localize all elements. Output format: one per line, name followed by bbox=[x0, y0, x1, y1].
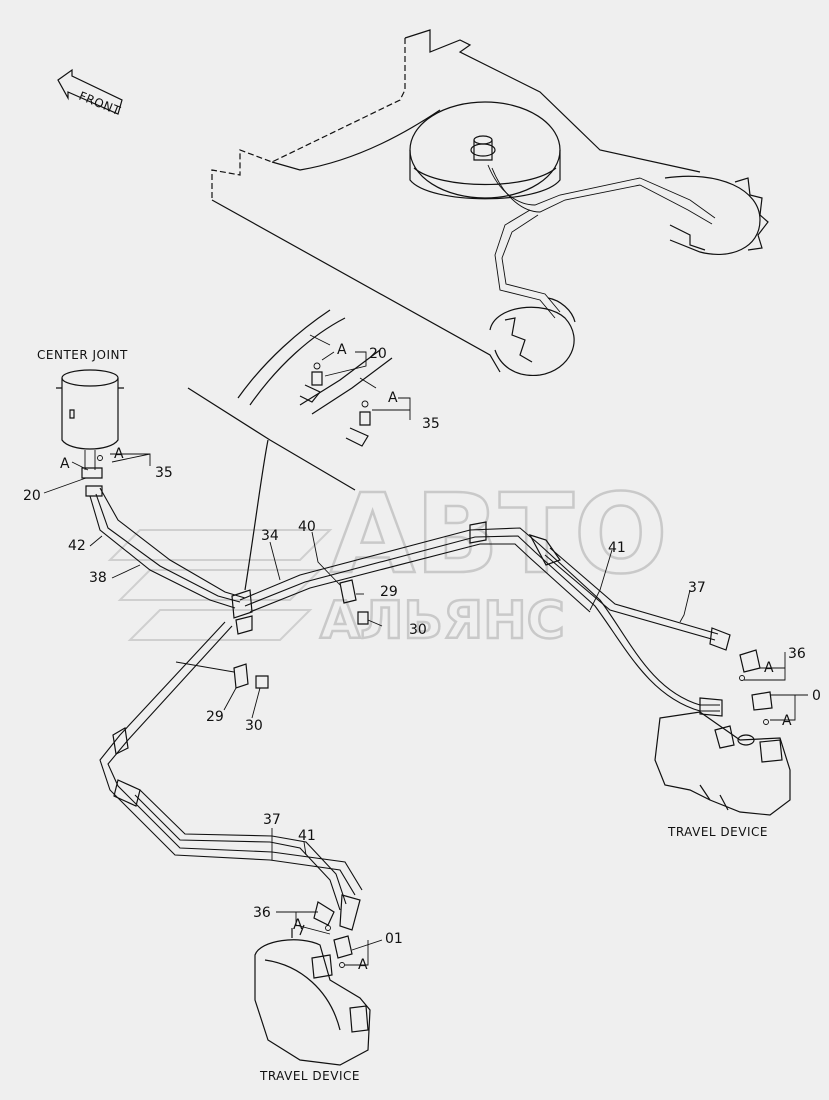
callout-41-bottom: 41 bbox=[298, 828, 316, 844]
front-arrow: FRONT bbox=[57, 68, 123, 118]
callout-29-low: 29 bbox=[206, 709, 224, 725]
travel-device-bottom bbox=[254, 924, 371, 1066]
callout-20-cj: 20 bbox=[23, 488, 41, 504]
callout-a-r36: A bbox=[764, 660, 774, 676]
watermark-line1: АВТО bbox=[330, 470, 668, 598]
callout-38: 38 bbox=[89, 570, 107, 586]
front-label: FRONT bbox=[77, 89, 123, 118]
travel-device-right-label: TRAVEL DEVICE bbox=[667, 825, 768, 839]
callout-a-top35: A bbox=[388, 390, 398, 406]
callout-a-b36: A bbox=[293, 917, 303, 933]
watermark-stripes bbox=[107, 529, 333, 641]
callout-37-bottom: 37 bbox=[263, 812, 281, 828]
callout-a-top20: A bbox=[337, 342, 347, 358]
callout-36-bottom: 36 bbox=[253, 905, 271, 921]
callout-34: 34 bbox=[261, 528, 279, 544]
leader-lines bbox=[43, 351, 808, 966]
callout-35-top: 35 bbox=[422, 416, 440, 432]
pipes bbox=[89, 487, 731, 931]
watermark: АВТО АЛЬЯНС bbox=[107, 469, 669, 652]
callout-36-right: 36 bbox=[788, 646, 806, 662]
callout-41-right: 41 bbox=[608, 540, 626, 556]
callout-35-cj: 35 bbox=[155, 465, 173, 481]
upper-frame bbox=[211, 29, 769, 377]
callout-29-mid: 29 bbox=[380, 584, 398, 600]
callout-40: 40 bbox=[298, 519, 316, 535]
callout-01-right: 0 bbox=[812, 688, 821, 704]
detail-inset bbox=[187, 309, 393, 591]
center-joint-label: CENTER JOINT bbox=[37, 348, 128, 362]
clamp-parts bbox=[233, 579, 369, 689]
callout-42: 42 bbox=[68, 538, 86, 554]
callout-a-r01: A bbox=[782, 713, 792, 729]
callout-37-right: 37 bbox=[688, 580, 706, 596]
callout-labels: A 20 A 35 A A 35 20 42 38 34 40 29 30 29… bbox=[23, 342, 821, 973]
callout-30-low: 30 bbox=[245, 718, 263, 734]
callout-30-mid: 30 bbox=[409, 622, 427, 638]
callout-01-bottom: 01 bbox=[385, 931, 403, 947]
center-joint bbox=[56, 369, 124, 497]
watermark-line2: АЛЬЯНС bbox=[320, 591, 565, 651]
callout-20-top: 20 bbox=[369, 346, 387, 362]
callout-a-cj-right: A bbox=[114, 446, 124, 462]
callout-a-cj-left: A bbox=[60, 456, 70, 472]
travel-device-bottom-label: TRAVEL DEVICE bbox=[259, 1069, 360, 1083]
travel-device-right bbox=[654, 649, 791, 816]
callout-a-b01: A bbox=[358, 957, 368, 973]
